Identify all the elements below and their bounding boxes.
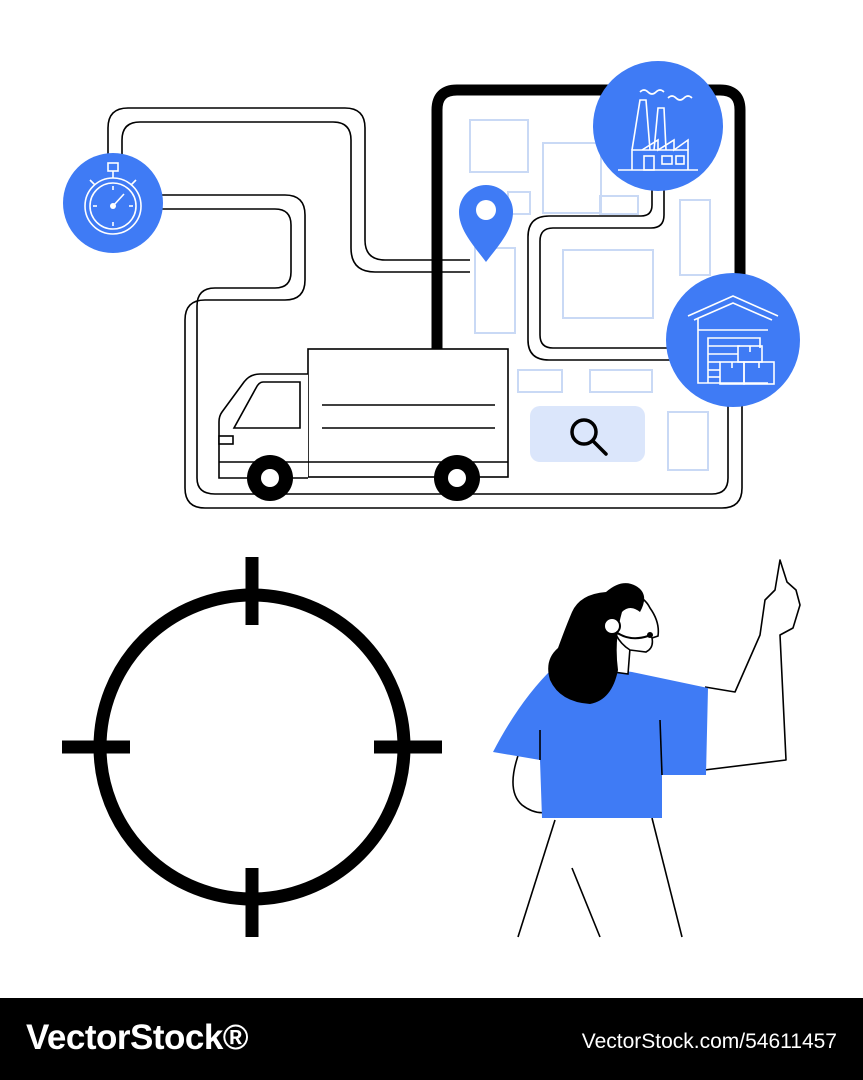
vectorstock-logo: VectorStock® [26, 1018, 249, 1057]
factory-icon [593, 61, 723, 191]
support-agent-figure [493, 559, 801, 938]
map-pin-icon [459, 185, 513, 262]
route-path [107, 107, 743, 509]
crosshair-icon [62, 557, 442, 937]
logistics-illustration [62, 61, 801, 938]
warehouse-icon [666, 273, 800, 407]
delivery-truck-icon [218, 348, 509, 501]
image-id-label: VectorStock.com/54611457 [581, 1030, 837, 1053]
search-field [530, 406, 645, 462]
footer-bar: VectorStock® VectorStock.com/54611457 [0, 998, 863, 1080]
stopwatch-icon [63, 153, 163, 253]
search-icon [570, 418, 608, 456]
